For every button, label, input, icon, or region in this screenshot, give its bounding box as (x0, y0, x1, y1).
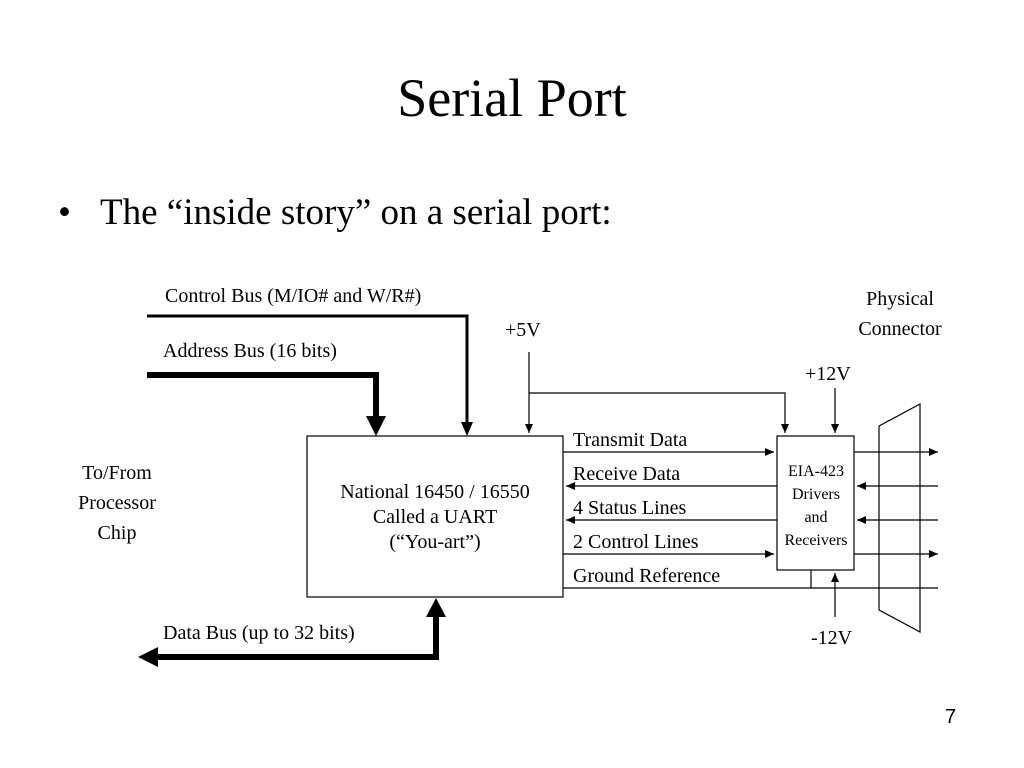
control-bus-label: Control Bus (M/IO# and W/R#) (165, 285, 422, 307)
bullet-dot: • (58, 192, 71, 233)
plus12v-label: +12V (805, 363, 851, 385)
bullet-item: • The “inside story” on a serial port: (58, 190, 612, 236)
data-bus-label: Data Bus (up to 32 bits) (163, 622, 355, 644)
slide-title: Serial Port (397, 68, 627, 128)
plus5v-branch (529, 392, 789, 433)
minus12v-label: -12V (811, 627, 853, 649)
signal-transmit-label: Transmit Data (573, 429, 688, 451)
address-bus-label: Address Bus (16 bits) (163, 340, 337, 362)
signal-status-label: 4 Status Lines (573, 497, 687, 519)
control-bus-line (147, 314, 469, 424)
signal-control-label: 2 Control Lines (573, 531, 699, 553)
drivers-box (776, 435, 855, 571)
address-bus-line (147, 372, 379, 418)
uart-box (306, 435, 564, 598)
signal-receive-label: Receive Data (573, 463, 681, 485)
data-bus-line (157, 616, 439, 660)
to-from-label: To/From Processor Chip (78, 462, 156, 544)
bullet-text: The “inside story” on a serial port: (100, 192, 612, 233)
physical-connector-label: Physical Connector (858, 288, 942, 340)
plus5v-label: +5V (505, 319, 541, 341)
physical-connector-shape (878, 402, 921, 634)
signal-ground-label: Ground Reference (573, 565, 721, 587)
drivers-label: EIA-423 Drivers and Receivers (784, 463, 848, 549)
page-number: 7 (945, 706, 957, 728)
uart-label: National 16450 / 16550 Called a UART (“Y… (340, 481, 530, 553)
